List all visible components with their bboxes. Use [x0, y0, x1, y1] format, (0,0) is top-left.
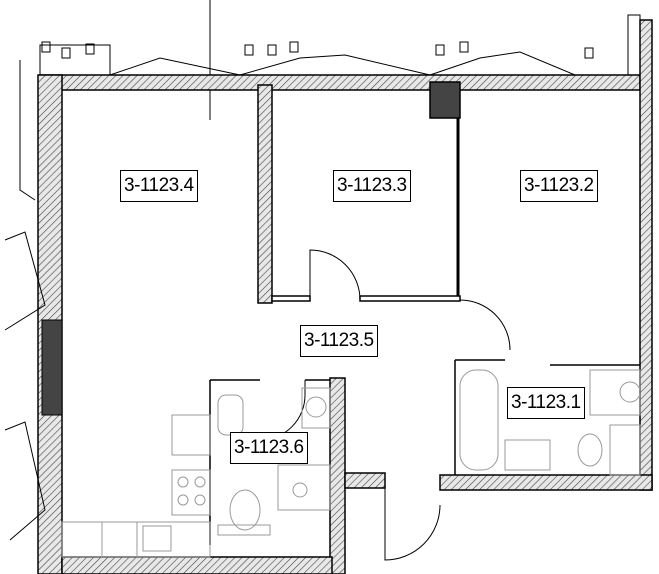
room-label: 3-1123.6 — [230, 432, 308, 464]
window-zigzag — [4, 60, 63, 541]
room-label: 3-1123.1 — [507, 387, 585, 419]
walls — [37, 19, 653, 574]
facade-window-band — [39, 0, 641, 120]
door-swings — [259, 249, 511, 561]
fixtures — [61, 369, 641, 558]
room-label: 3-1123.2 — [520, 170, 598, 202]
room-label: 3-1123.5 — [300, 325, 378, 357]
room-label: 3-1123.4 — [120, 170, 198, 202]
room-label: 3-1123.3 — [333, 170, 411, 202]
